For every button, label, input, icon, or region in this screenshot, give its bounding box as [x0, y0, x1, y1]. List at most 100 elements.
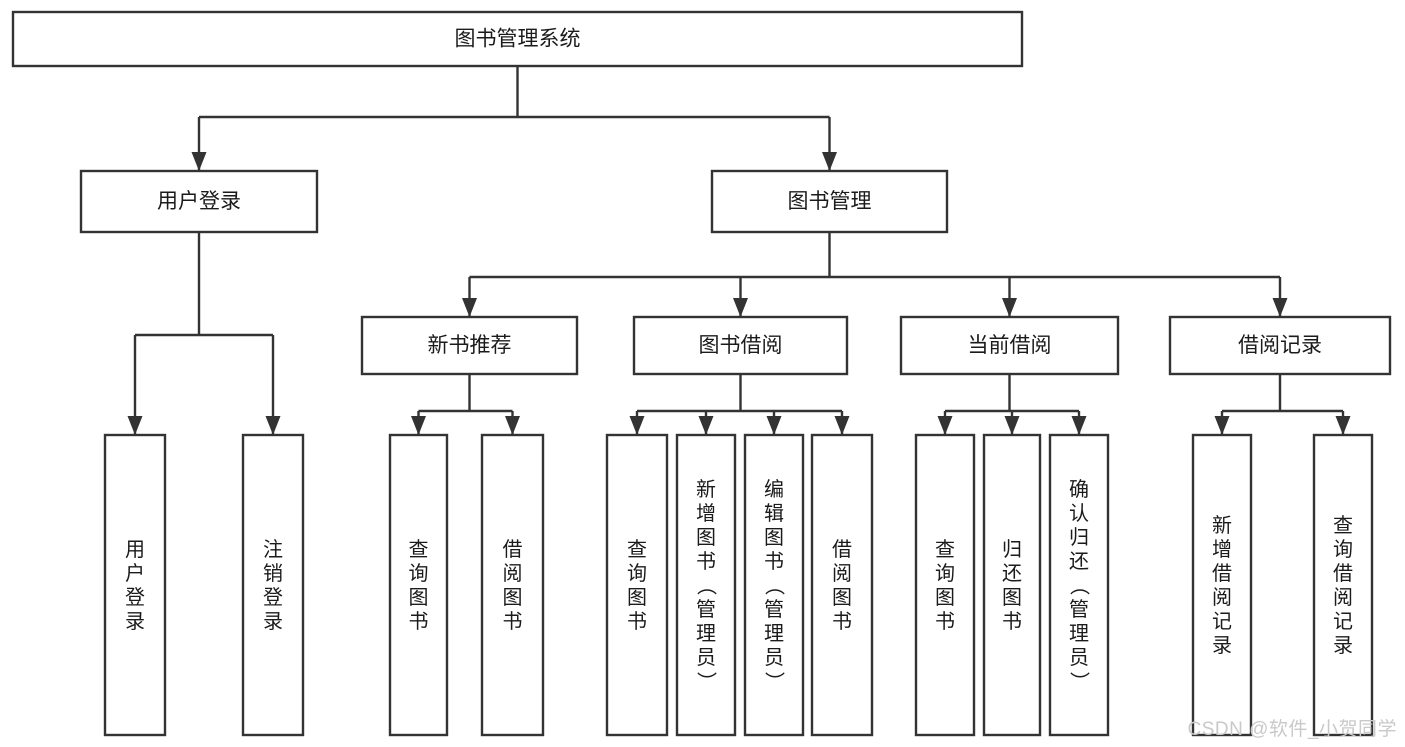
node-label: 用户登录	[157, 190, 241, 213]
arrow-down-icon	[1272, 298, 1288, 317]
node-label: 借阅记录	[1238, 334, 1322, 357]
arrow-down-icon	[766, 416, 782, 435]
node-box[interactable]	[360, 315, 579, 376]
node-label-char: 借	[832, 538, 852, 561]
arrow-down-icon	[505, 416, 520, 435]
node-label-char: 书	[935, 610, 955, 633]
node-label-char: 查	[935, 538, 955, 561]
node-label-char: 借	[1212, 562, 1232, 585]
node-level2-1[interactable]: 图书借阅	[632, 315, 849, 376]
node-label: 图书管理	[788, 190, 872, 213]
node-label-char: 理	[696, 623, 716, 645]
node-label-char: 查	[627, 538, 647, 561]
node-box[interactable]	[982, 433, 1042, 737]
node-label-char: 借	[503, 538, 523, 561]
node-box[interactable]	[899, 315, 1120, 376]
node-box[interactable]	[810, 433, 874, 737]
node-label-char: （	[694, 575, 717, 595]
node-label-char: 书	[696, 550, 716, 573]
node-label-char: 书	[832, 610, 852, 633]
arrow-down-icon	[1214, 416, 1230, 435]
node-label-char: 增	[696, 502, 716, 525]
node-label-char: 辑	[764, 502, 784, 525]
node-label-char: 阅	[503, 562, 523, 585]
node-label-char: （	[762, 575, 785, 595]
arrow-down-icon	[462, 298, 477, 317]
node-label-char: 书	[764, 550, 784, 573]
node-label-char: 图	[503, 587, 523, 609]
node-label: 图书借阅	[699, 334, 783, 357]
node-level1-1[interactable]: 图书管理	[710, 169, 949, 234]
arrow-down-icon	[411, 416, 426, 435]
arrow-down-icon	[629, 416, 645, 435]
node-label-char: 归	[1069, 526, 1089, 549]
node-box[interactable]	[1312, 433, 1374, 737]
node-label-char: 员	[696, 647, 716, 669]
node-label-char: 借	[1333, 562, 1353, 585]
node-label-char: 询	[409, 562, 429, 585]
node-label-char: 阅	[832, 562, 852, 585]
node-label-char: 图	[696, 527, 716, 549]
node-box[interactable]	[710, 169, 949, 234]
node-label-char: 书	[627, 610, 647, 633]
node-label-char: 登	[125, 586, 145, 609]
node-box[interactable]	[675, 433, 737, 737]
node-box[interactable]	[605, 433, 669, 737]
node-label: 图书管理系统	[455, 28, 581, 51]
node-label-char: 阅	[1333, 586, 1353, 609]
node-box[interactable]	[1191, 433, 1253, 737]
node-box[interactable]	[1168, 315, 1392, 376]
node-label-char: ）	[694, 671, 717, 691]
node-box[interactable]	[914, 433, 976, 737]
node-label-char: 登	[263, 586, 283, 609]
node-box[interactable]	[79, 169, 319, 234]
node-box[interactable]	[480, 433, 545, 737]
node-label-char: 询	[1333, 538, 1353, 561]
node-label-char: ）	[762, 671, 785, 691]
node-level2-2[interactable]: 当前借阅	[899, 315, 1120, 376]
node-level1-0[interactable]: 用户登录	[79, 169, 319, 234]
node-box[interactable]	[388, 433, 449, 737]
node-label-char: 图	[935, 587, 955, 609]
node-box[interactable]	[743, 433, 805, 737]
node-label-char: 书	[409, 610, 429, 633]
node-leaf-0[interactable]: 用户登录	[103, 433, 167, 737]
node-label-char: 查	[409, 538, 429, 561]
node-label-char: 询	[935, 562, 955, 585]
node-label-char: 管	[764, 598, 784, 621]
node-label-char: 注	[263, 538, 283, 561]
arrow-down-icon	[733, 298, 748, 317]
node-label-char: 管	[1069, 598, 1089, 621]
node-box[interactable]	[241, 433, 305, 737]
node-box[interactable]	[1048, 433, 1110, 737]
node-label-char: 书	[503, 610, 523, 633]
node-level2-0[interactable]: 新书推荐	[360, 315, 579, 376]
arrow-down-icon	[265, 416, 281, 435]
node-box[interactable]	[632, 315, 849, 376]
node-label-char: 书	[1002, 610, 1022, 633]
arrow-down-icon	[1004, 416, 1020, 435]
node-box[interactable]	[11, 10, 1024, 68]
node-level2-3[interactable]: 借阅记录	[1168, 315, 1392, 376]
node-box[interactable]	[103, 433, 167, 737]
node-root-图书管理系统[interactable]: 图书管理系统	[11, 10, 1024, 68]
node-label-char: 查	[1333, 514, 1353, 537]
node-label-char: 编	[764, 478, 784, 501]
node-label-char: 录	[1333, 635, 1353, 657]
node-label-char: 归	[1002, 538, 1022, 561]
node-label-char: 新	[1212, 514, 1232, 537]
node-label-char: 认	[1069, 502, 1089, 525]
